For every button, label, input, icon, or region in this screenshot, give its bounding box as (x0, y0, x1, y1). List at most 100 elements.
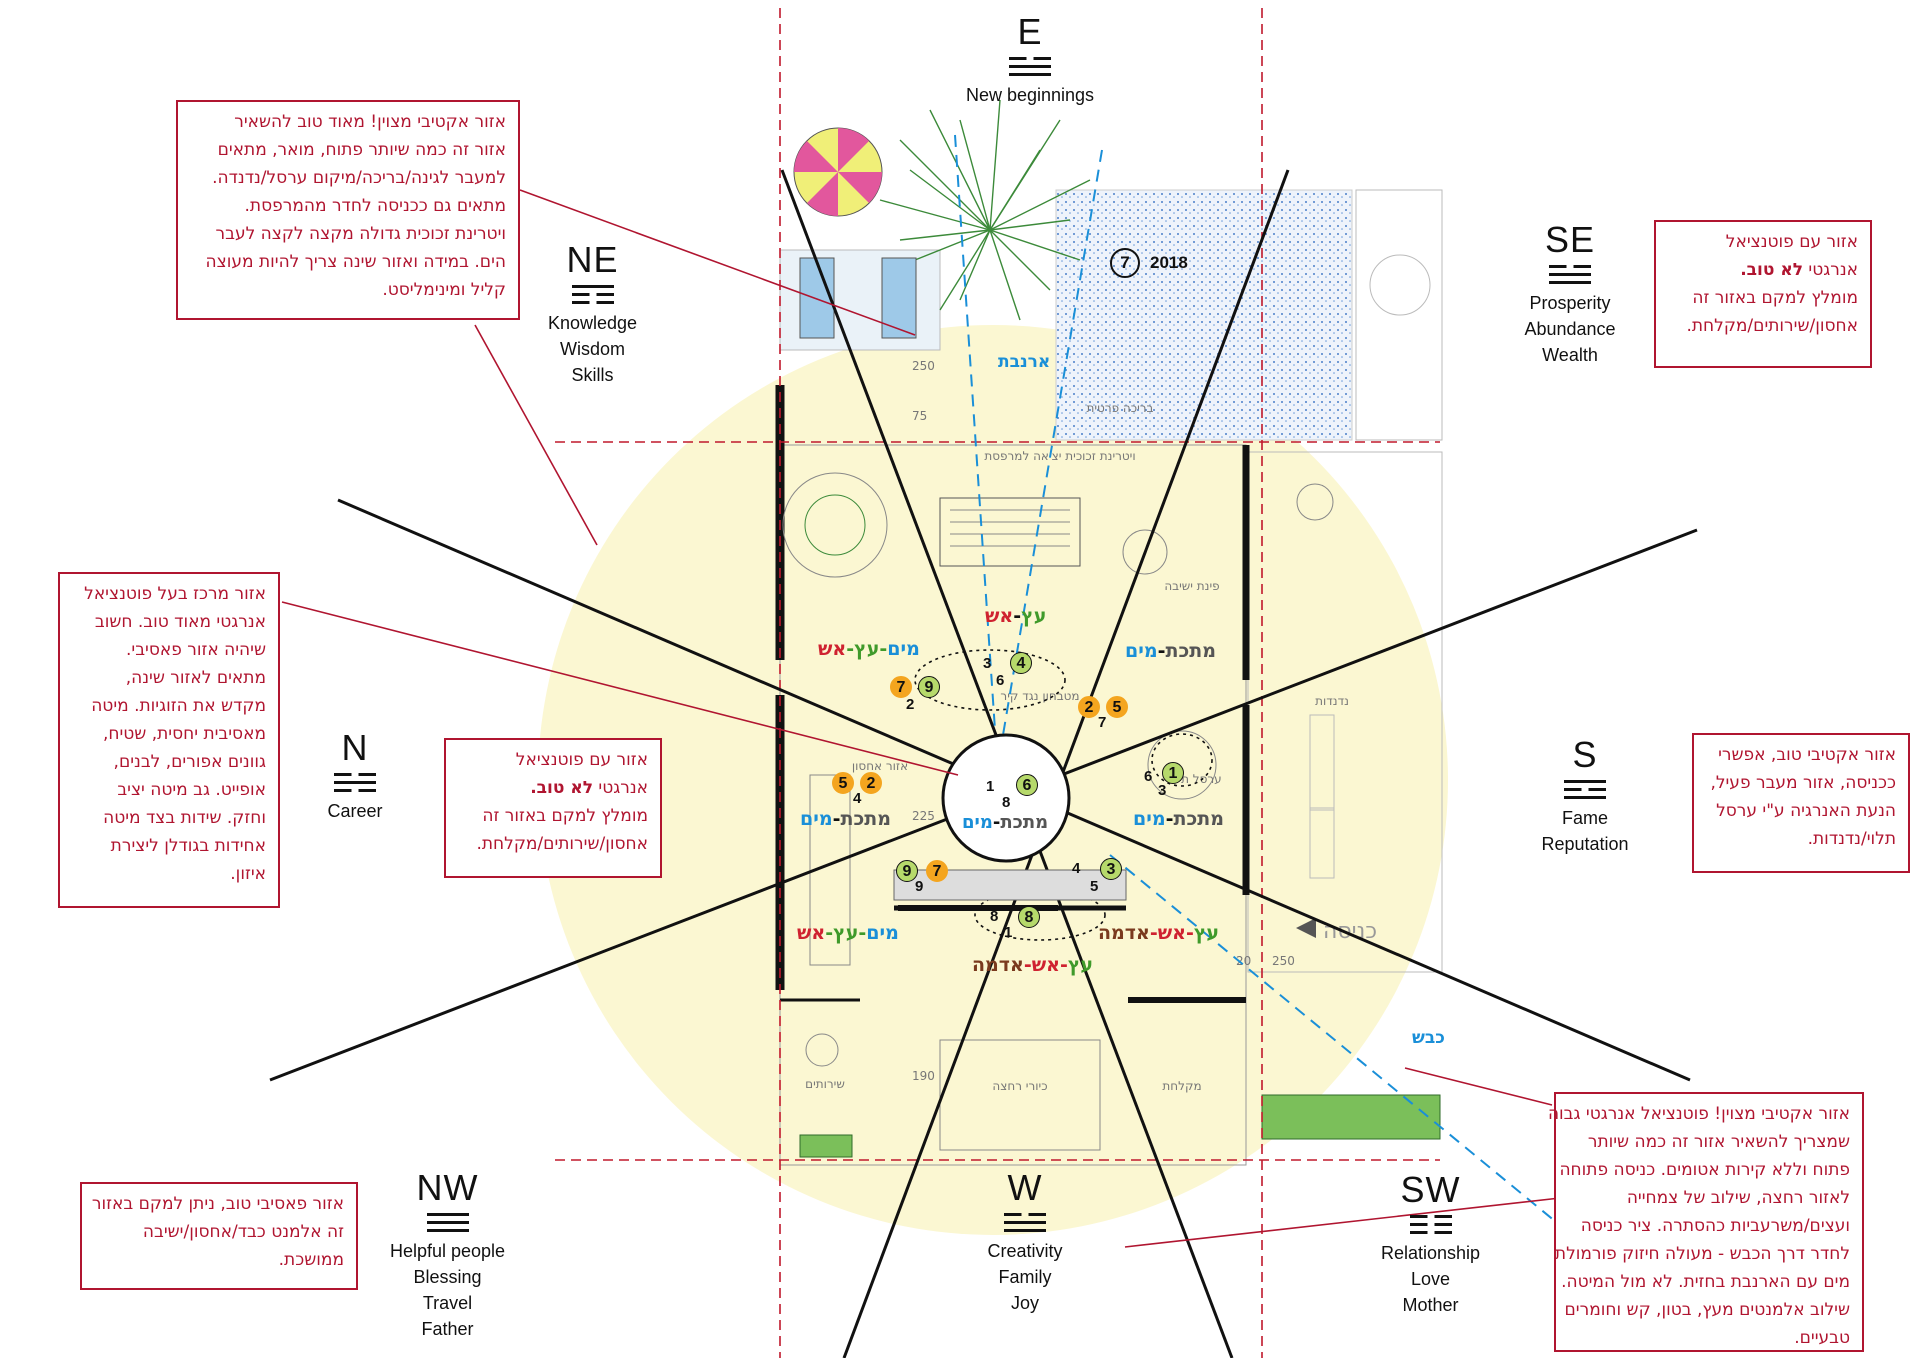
note-center-line-4: מקדש את הזוגיות. מיטה (91, 696, 266, 716)
direction-sw: SW Relationship Love Mother (1358, 1170, 1503, 1318)
trigram-sw-icon (1409, 1215, 1452, 1234)
element-label-center: מתכת-מים (962, 812, 1048, 833)
dim-190: 190 (912, 1069, 935, 1083)
note-ne-line-2: למעבר לגינה/בריכה/מיקום ערסל/נדנדה. (212, 168, 506, 188)
element-label-e-top: עץ-אש (985, 605, 1046, 627)
elem-w-low-wood: עץ (1067, 954, 1094, 976)
note-sw-line-2: פתוח וללא קירות אטומים. כניסה פתוחה (1559, 1160, 1850, 1180)
direction-s: S Fame Reputation (1520, 735, 1650, 857)
note-se: אזור עם פוטנציאל אנרגטי לא טוב. מומלץ למ… (1654, 220, 1872, 368)
arnevet-label: ארנבת (998, 352, 1051, 372)
note-ne: אזור אקטיבי מצוין! מאוד טוב להשאיר אזור … (176, 100, 520, 320)
note-s-line-1: ככניסה, אזור מעבר פעיל, (1710, 773, 1896, 793)
element-label-n-top: מים-עץ-אש (818, 638, 920, 660)
note-ne-line-6: קליל ומינימליסט. (382, 280, 506, 300)
trigram-ne-icon (571, 285, 614, 304)
keves-label: כבש (1412, 1028, 1445, 1048)
aspect-n-0: Career (327, 801, 383, 821)
star-sw-b: 5 (1090, 878, 1099, 895)
star-se-b: 7 (1098, 714, 1107, 731)
star-c-green: 6 (1016, 774, 1038, 796)
elem-w-low-fire: -אש- (1023, 954, 1068, 976)
note-sw-line-0: אזור אקטיבי מצוין! פוטנציאל אנרגטי גבוה (1547, 1104, 1850, 1124)
aspect-nw-1: Blessing (413, 1267, 482, 1287)
elem-e-top-fire: אש (985, 605, 1014, 627)
elem-sw-low-fire: -אש- (1149, 922, 1194, 944)
star-se-o1: 2 (1078, 696, 1100, 718)
elem-n-top-fire: אש (818, 638, 847, 660)
element-label-n-mid: מתכת-מים (800, 808, 891, 830)
note-sw-line-7: שילוב אלמנטים מעץ, בטון, קש וחומרים (1564, 1300, 1850, 1320)
aspect-sw-2: Mother (1402, 1295, 1459, 1315)
water-axis-lines (954, 134, 1557, 1223)
aspect-nw-2: Travel (422, 1293, 473, 1313)
trigram-n-icon (334, 773, 376, 792)
direction-nw: NW Helpful people Blessing Travel Father (375, 1168, 520, 1342)
direction-letter-s: S (1572, 734, 1598, 775)
note-sw-line-1: שמצריך להשאיר אזור זה כמה שיותר (1587, 1132, 1850, 1152)
element-label-s-mid: מתכת-מים (1133, 808, 1224, 830)
direction-letter-se: SE (1544, 219, 1596, 260)
element-label-sw-low: עץ-אש-אדמה (1098, 922, 1219, 944)
entrance-label: כניסה (1323, 919, 1377, 944)
elem-n-top-water: מים (887, 638, 920, 660)
star-nw-b: 9 (915, 878, 924, 895)
note-mid-line-0: אזור עם פוטנציאל (515, 750, 648, 770)
note-mid-line-1-a: אנרגטי (592, 778, 648, 798)
note-sw-line-8: טבעיים. (1794, 1328, 1850, 1348)
note-se-line-1-b: לא טוב. (1740, 260, 1803, 280)
aspect-sw-0: Relationship (1380, 1243, 1481, 1263)
aspect-w-2: Joy (1010, 1293, 1039, 1313)
callout-connectors (281, 189, 1561, 1248)
elem-s-mid-dash: - (1165, 808, 1174, 830)
note-ne-line-3: מתאים גם ככניסה לחדר מהמרפסת. (244, 196, 506, 216)
star-n-o2: 2 (860, 772, 882, 794)
entrance-arrow-icon (1296, 918, 1316, 938)
toilets-label: שירותים (805, 1077, 845, 1091)
dim-250b: 250 (1272, 954, 1295, 968)
year-circle: 7 (1110, 248, 1140, 278)
note-ne-line-1: אזור זה כמה שיותר פתוח, מואר, מתאים (217, 140, 506, 160)
note-mid-line-3: אחסון/שירותים/מקלחת. (476, 834, 648, 854)
sunbed-left (799, 257, 835, 339)
star-w-b: 1 (1004, 924, 1013, 941)
elem-n-mid-water: מים (800, 808, 833, 830)
flying-star-loops (914, 649, 1213, 941)
note-center-line-8: וחזק. שידות בצד מיטה (103, 808, 266, 828)
direction-n: N Career (310, 728, 400, 824)
note-nw-line-1: זה אלמנט כבד/אחסון/ישיבה (142, 1222, 344, 1242)
direction-letter-e: E (1017, 11, 1043, 52)
note-se-line-2: מומלץ למקם באזור זה (1692, 288, 1858, 308)
aspect-se-2: Wealth (1542, 345, 1598, 365)
direction-w: W Creativity Family Joy (960, 1168, 1090, 1316)
note-sw-line-5: לחדר דרך הכבש - מעולה חיזוק פורמולת (1554, 1244, 1850, 1264)
aspect-w-0: Creativity (987, 1241, 1063, 1261)
aspect-e-0: New beginnings (965, 85, 1095, 105)
aspect-w-1: Family (998, 1267, 1052, 1287)
note-mid: אזור עם פוטנציאל אנרגטי לא טוב. מומלץ למ… (444, 738, 662, 878)
star-w-a: 8 (990, 908, 999, 925)
shower-label: מקלחת (1162, 1079, 1201, 1093)
elem-center-metal: מתכת (1000, 812, 1049, 833)
pool-label: בריכה פרטית (1086, 401, 1153, 415)
note-s-line-2: הנעת האנרגיה ע"י ערסל (1716, 801, 1896, 821)
star-e-a: 3 (983, 655, 992, 672)
elem-n-mid-dash: - (832, 808, 841, 830)
elem-s-top-dash: - (1157, 640, 1166, 662)
dim-75: 75 (912, 409, 927, 423)
star-w-green: 8 (1018, 906, 1040, 928)
star-c-a: 1 (986, 778, 995, 795)
star-sw-a: 4 (1072, 860, 1081, 877)
note-s: אזור אקטיבי טוב, אפשרי ככניסה, אזור מעבר… (1692, 733, 1910, 873)
direction-letter-ne: NE (566, 239, 619, 280)
note-sw-line-3: לאזור רחצה, שילוב של צמחייה (1626, 1188, 1850, 1208)
vitrine-label: ויטרינת זכוכית יציאה למרפסת (984, 449, 1135, 463)
dim-250a: 250 (912, 359, 935, 373)
elem-w-low-earth: אדמה (972, 954, 1024, 976)
note-s-line-3: תלוי/נדנדות. (1807, 829, 1896, 849)
palm-tree (879, 99, 1091, 321)
note-center-line-10: איזון. (230, 864, 266, 884)
lo-shu-grid (555, 8, 1440, 1358)
